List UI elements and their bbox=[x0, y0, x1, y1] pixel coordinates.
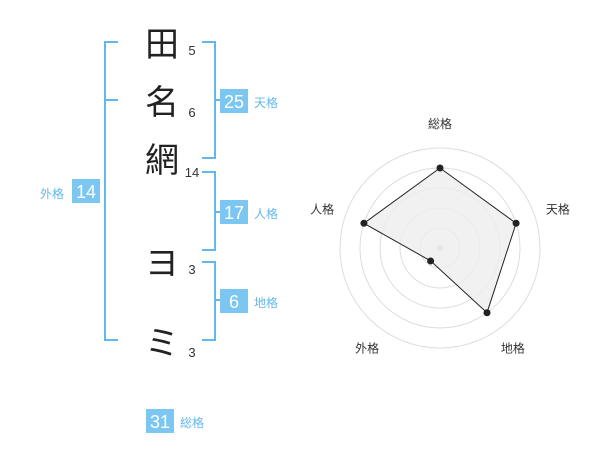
tenkaku-bracket bbox=[202, 41, 220, 159]
soukaku-value: 31 bbox=[150, 412, 170, 432]
gaikaku-box bbox=[72, 179, 100, 203]
soukaku-label: 総格 bbox=[180, 415, 204, 430]
gaikaku-bracket bbox=[104, 41, 118, 341]
tenkaku-box bbox=[220, 89, 248, 113]
radar-point-5 bbox=[360, 219, 368, 227]
radar-axis-label-4: 外格 bbox=[355, 340, 379, 355]
radar-axis-label-5: 人格 bbox=[310, 202, 334, 217]
name-char-5: ミ bbox=[145, 324, 179, 364]
jinkaku-label: 人格 bbox=[254, 206, 278, 221]
name-char-4: ヨ bbox=[145, 244, 179, 284]
soukaku-box bbox=[146, 409, 174, 433]
tenkaku-label: 天格 bbox=[254, 95, 278, 110]
stroke-count-1: 5 bbox=[188, 43, 195, 58]
chikaku-box bbox=[220, 289, 248, 313]
chikaku-value: 6 bbox=[229, 292, 239, 312]
jinkaku-box bbox=[220, 200, 248, 224]
radar-axis-label-3: 地格 bbox=[501, 340, 525, 355]
name-char-2: 名 bbox=[145, 83, 179, 123]
gaikaku-label: 外格 bbox=[40, 186, 64, 201]
radar-point-2 bbox=[512, 219, 520, 227]
jinkaku-bracket bbox=[202, 171, 220, 251]
radar-axis-label-2: 天格 bbox=[546, 202, 570, 217]
stroke-count-2: 6 bbox=[188, 105, 195, 120]
gaikaku-value: 14 bbox=[76, 182, 96, 202]
radar-point-1 bbox=[436, 164, 444, 172]
radar-point-4 bbox=[427, 257, 435, 265]
chikaku-label: 地格 bbox=[254, 295, 278, 310]
stroke-count-5: 3 bbox=[188, 345, 195, 360]
jinkaku-value: 17 bbox=[224, 203, 244, 223]
radar-area bbox=[362, 167, 517, 314]
chikaku-bracket bbox=[202, 261, 220, 341]
radar-axis-label-1: 総格 bbox=[428, 116, 452, 131]
stroke-count-3: 14 bbox=[185, 165, 199, 180]
tenkaku-value: 25 bbox=[224, 92, 244, 112]
name-char-1: 田 bbox=[145, 25, 179, 65]
stroke-count-4: 3 bbox=[188, 262, 195, 277]
radar-ring-5 bbox=[339, 147, 541, 349]
name-char-3: 網 bbox=[145, 141, 179, 181]
radar-point-3 bbox=[483, 309, 491, 317]
